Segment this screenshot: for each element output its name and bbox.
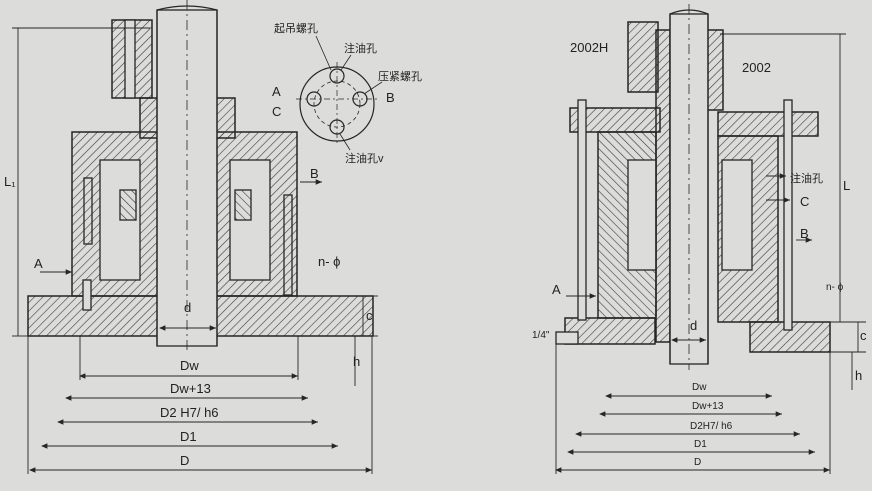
label-h-right: h [855,368,862,383]
label-Dw-right: Dw [692,382,707,393]
right-dimensions [555,33,866,474]
left-seal-section [27,0,374,350]
label-n-phi-left: n- ϕ [318,254,340,269]
label-model-2002H: 2002H [570,40,608,55]
label-A-right: A [552,282,561,297]
label-A-flange: A [272,84,281,99]
label-D1-right: D1 [694,439,707,450]
label-oil-hole-right: 注油孔 [790,171,823,185]
label-Dw-left: Dw [180,358,199,373]
label-D1-left: D1 [180,429,197,444]
label-Dw13-left: Dw+13 [170,381,211,396]
label-pipe-size: 1/4" [532,330,550,341]
left-dimensions [12,27,378,474]
label-Dw13-right: Dw+13 [692,401,724,412]
label-B-right: B [800,226,809,241]
label-oil-hole-bottom: 注油孔v [345,151,384,165]
label-B-flange: B [386,90,395,105]
label-D2-right: D2H7/ h6 [690,421,733,432]
label-d-left: d [184,300,191,315]
label-lifting-hole: 起吊螺孔 [274,22,318,35]
label-press-hole: 压紧螺孔 [378,70,422,83]
label-c-left: c [366,308,373,323]
label-D2-left: D2 H7/ h6 [160,405,219,420]
right-labels: 2002H 2002 注油孔 C B A L n- ϕ 1/4" d c h D… [532,40,867,468]
label-C-flange: C [272,104,281,119]
label-D-left: D [180,453,189,468]
flange-detail [296,35,383,151]
label-B-left: B [310,166,319,181]
label-model-2002: 2002 [742,60,771,75]
flange-labels: 起吊螺孔 注油孔 压紧螺孔 注油孔v A C B [272,22,422,165]
label-L-right: L [843,178,850,193]
right-seal-section [555,4,831,370]
label-c-right: c [860,328,867,343]
left-labels: L₁ A B n- ϕ d c h Dw Dw+13 D2 H7/ h6 D1 … [4,166,373,468]
label-D-right: D [694,457,701,468]
label-A-left: A [34,256,43,271]
label-d-right: d [690,318,697,333]
label-h-left: h [353,354,360,369]
label-L1: L₁ [4,174,16,189]
label-oil-hole-top: 注油孔 [344,41,377,55]
label-C-right: C [800,194,809,209]
label-n-phi-right: n- ϕ [826,282,844,293]
